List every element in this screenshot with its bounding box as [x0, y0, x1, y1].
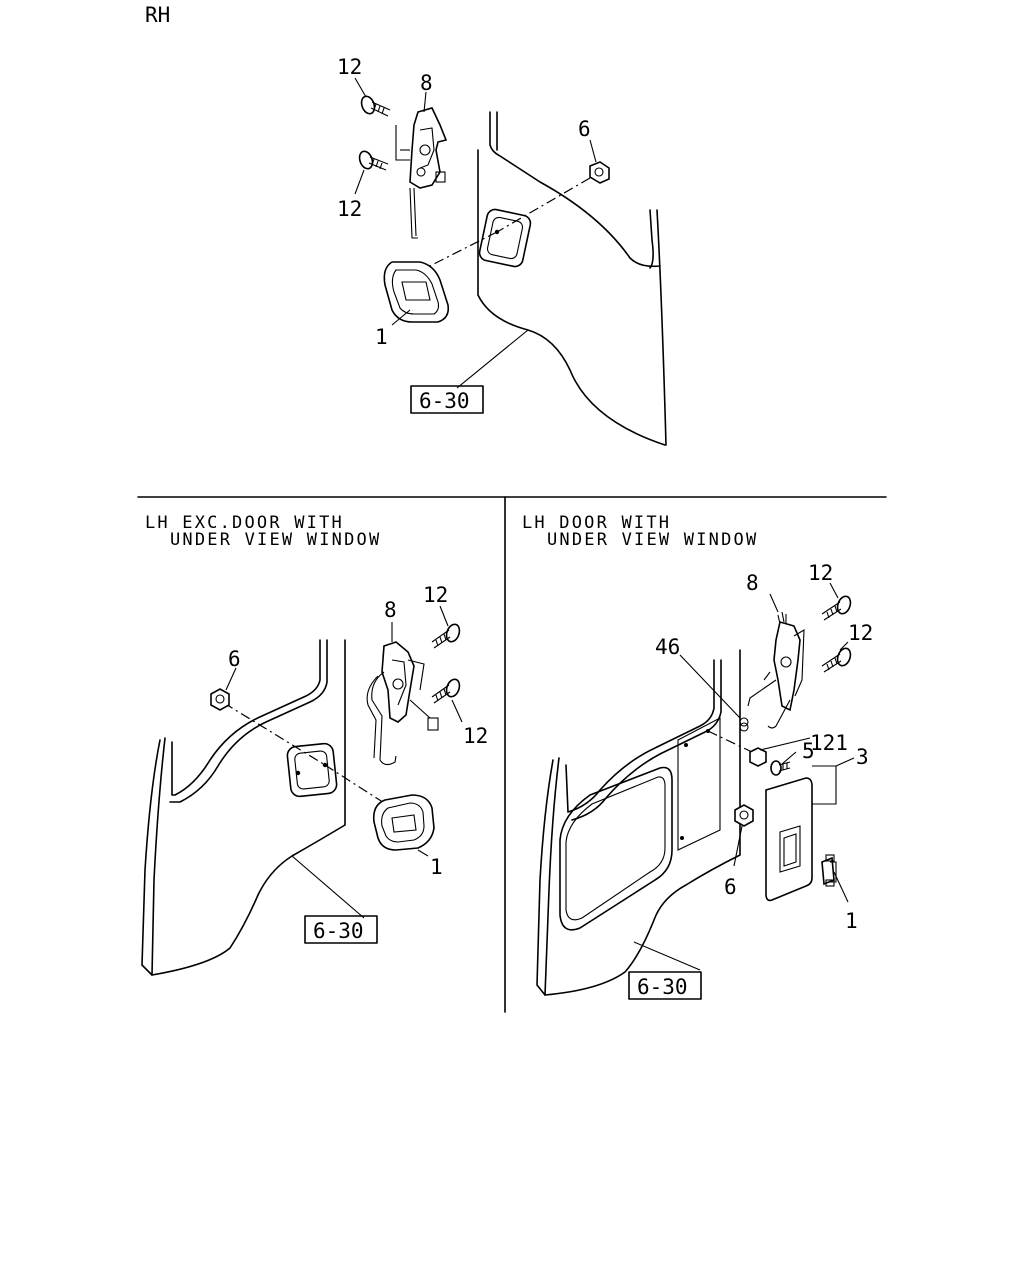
lh-exc-assembly-line-handle	[324, 764, 393, 809]
lh-with-label-8: 8	[746, 571, 759, 595]
lh-exc-label-12-upper: 12	[423, 583, 448, 607]
lh-with-ref-box-text: 6-30	[637, 975, 688, 999]
lh-exc-title-line-1: LH EXC.DOOR WITH	[145, 513, 344, 533]
rh-label-12-lower: 12	[337, 197, 362, 221]
lh-exc-label-8: 8	[384, 598, 397, 622]
lh-with-latch-assembly-icon	[747, 611, 805, 729]
lh-exc-ref-box: 6-30	[304, 915, 378, 944]
rh-label-1: 1	[375, 325, 388, 349]
lh-exc-bolt-upper-icon	[431, 623, 461, 649]
rh-assembly-line-nut	[496, 177, 591, 233]
rh-ref-box-text: 6-30	[419, 389, 470, 413]
lh-with-label-3: 3	[856, 745, 869, 769]
lh-with-screw-5-icon	[770, 760, 791, 776]
rh-label-8: 8	[420, 71, 433, 95]
lh-with-label-12-upper: 12	[808, 561, 833, 585]
lh-with-label-5: 5	[802, 739, 815, 763]
lh-exc-title-line-2: UNDER VIEW WINDOW	[170, 530, 381, 550]
rh-latch-assembly-icon	[395, 107, 448, 239]
rh-ref-box: 6-30	[410, 385, 484, 414]
lh-with-assembly-line	[707, 730, 753, 753]
lh-with-bracket-3	[812, 765, 837, 805]
lh-exc-ref-box-text: 6-30	[313, 919, 364, 943]
lh-with-label-46: 46	[655, 635, 680, 659]
rh-section: 12 8 12 6 1 6-30	[337, 55, 667, 446]
lh-with-ref-box: 6-30	[628, 971, 702, 1000]
lh-exc-outside-handle-icon	[372, 794, 435, 851]
rh-bolt-lower-icon	[358, 150, 389, 171]
rh-door-panel	[477, 111, 667, 446]
lh-with-label-12-lower: 12	[848, 621, 873, 645]
lh-exc-label-1: 1	[430, 855, 443, 879]
lh-with-label-1: 1	[845, 909, 858, 933]
rh-nut-icon	[589, 161, 610, 184]
lh-with-label-121: 121	[810, 731, 848, 755]
rh-outside-handle-icon	[383, 261, 450, 323]
lh-exc-assembly-line-nut	[223, 702, 326, 766]
rh-bolt-upper-icon	[360, 95, 391, 117]
lh-exc-latch-assembly-icon	[366, 641, 439, 766]
rh-label-6: 6	[578, 117, 591, 141]
lh-with-nut-icon	[734, 804, 754, 827]
lh-exc-bolt-lower-icon	[431, 678, 461, 704]
lh-with-bolt-lower-icon	[821, 647, 852, 673]
rh-label-12-upper: 12	[337, 55, 362, 79]
lh-with-label-6: 6	[724, 875, 737, 899]
lh-exc-label-12-lower: 12	[463, 724, 488, 748]
lh-exc-nut-icon	[210, 688, 230, 711]
lh-exc-label-6: 6	[228, 647, 241, 671]
lh-with-spring-46-icon	[739, 717, 749, 732]
lh-with-title-line-1: LH DOOR WITH	[522, 513, 671, 533]
lh-with-door-panel	[536, 649, 741, 996]
lh-with-title-line-2: UNDER VIEW WINDOW	[547, 530, 758, 550]
rh-assembly-line-handle	[417, 231, 498, 273]
lh-with-section: LH DOOR WITH UNDER VIEW WINDOW	[522, 513, 873, 1000]
side-label: RH	[145, 3, 170, 27]
lh-with-handle-icon	[821, 854, 837, 887]
lh-with-bolt-upper-icon	[821, 595, 852, 621]
lh-exc-section: LH EXC.DOOR WITH UNDER VIEW WINDOW	[141, 513, 488, 976]
lh-with-clip-121-icon	[749, 747, 767, 767]
lh-with-escutcheon-plate-icon	[765, 777, 813, 902]
